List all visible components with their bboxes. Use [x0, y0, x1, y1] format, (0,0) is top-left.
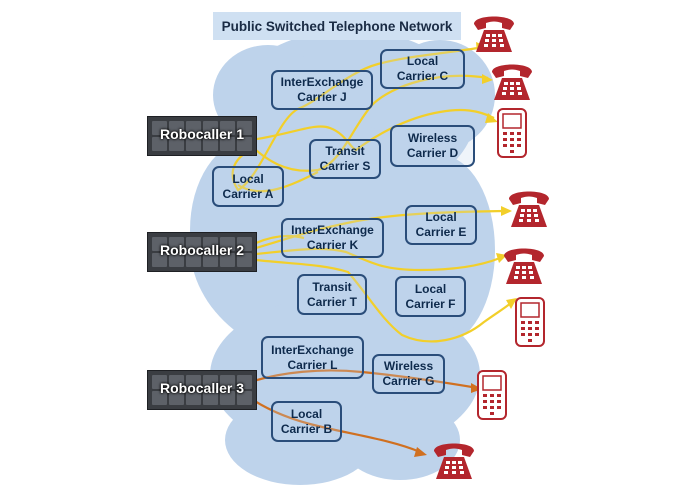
path-r2-k	[255, 234, 305, 245]
path-r2-t-g	[255, 258, 513, 343]
carrier-local-f: Local Carrier F	[395, 276, 466, 317]
carrier-interexchange-k: InterExchange Carrier K	[281, 218, 384, 258]
arrow-head	[485, 113, 498, 123]
carrier-interexchange-j: InterExchange Carrier J	[271, 70, 373, 110]
carrier-wireless-d: Wireless Carrier D	[390, 125, 475, 167]
carrier-local-a: Local Carrier A	[212, 166, 284, 207]
carrier-local-e: Local Carrier E	[405, 205, 477, 245]
carrier-local-c: Local Carrier C	[380, 49, 465, 89]
carrier-local-b: Local Carrier B	[271, 401, 342, 442]
path-r1-a-j-c	[231, 46, 479, 192]
path-r2-k-e	[255, 209, 505, 250]
arrow-head	[414, 447, 427, 457]
arrow-head	[476, 42, 486, 52]
carrier-transit-s: Transit Carrier S	[309, 139, 381, 179]
robocaller-3: Robocaller 3	[147, 370, 257, 410]
network-title: Public Switched Telephone Network	[213, 12, 461, 40]
arrow-head	[471, 383, 482, 393]
robocaller-3-label: Robocaller 3	[159, 380, 245, 396]
arrow-head	[496, 253, 507, 263]
robocaller-1-label: Robocaller 1	[159, 126, 245, 142]
yellow-call-paths	[231, 46, 513, 343]
path-r1-j-s	[249, 108, 495, 152]
robocaller-2-label: Robocaller 2	[159, 242, 245, 258]
robocaller-2: Robocaller 2	[147, 232, 257, 272]
path-r2-k-f	[255, 247, 501, 272]
arrow-head	[482, 74, 493, 84]
carrier-interexchange-l: InterExchange Carrier L	[261, 336, 364, 379]
robocaller-1: Robocaller 1	[147, 116, 257, 156]
pstn-cloud	[190, 30, 495, 485]
arrow-head	[501, 206, 512, 216]
path-r3-b	[249, 397, 421, 454]
carrier-wireless-g: Wireless Carrier G	[372, 354, 445, 394]
carrier-transit-t: Transit Carrier T	[297, 274, 367, 315]
arrow-head	[506, 298, 517, 309]
path-r1-s-c	[249, 74, 489, 172]
